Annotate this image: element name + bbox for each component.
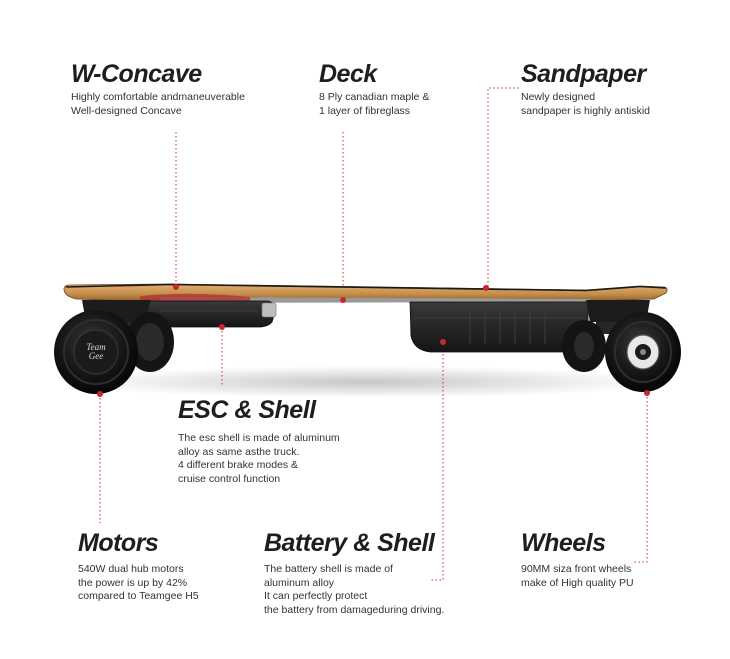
red-dot-marker bbox=[440, 339, 446, 345]
red-dot-marker bbox=[340, 297, 346, 303]
red-dot-marker bbox=[173, 284, 179, 290]
rear-motor-back bbox=[126, 312, 174, 372]
feature-motors: Motors 540W dual hub motors the power is… bbox=[78, 529, 199, 604]
esc-shell-plate bbox=[261, 302, 277, 318]
feature-title: ESC & Shell bbox=[178, 396, 316, 424]
feature-title: Deck bbox=[319, 60, 377, 88]
svg-text:Team: Team bbox=[86, 342, 106, 352]
feature-description: 90MM siza front wheels make of High qual… bbox=[521, 563, 634, 589]
feature-wheels: Wheels 90MM siza front wheels make of Hi… bbox=[521, 529, 634, 590]
red-dot-marker bbox=[644, 390, 650, 396]
battery-shell bbox=[409, 301, 589, 353]
battery-shell-ribs bbox=[469, 310, 546, 344]
rear-motor-wheel bbox=[54, 310, 138, 394]
ground-shadow bbox=[65, 366, 665, 398]
feature-sandpaper: Sandpaper Newly designed sandpaper is hi… bbox=[521, 60, 650, 118]
front-wheel-back bbox=[562, 320, 606, 372]
feature-description: Highly comfortable andmaneuverable Well-… bbox=[71, 91, 245, 117]
feature-description: The battery shell is made of aluminum al… bbox=[264, 563, 445, 616]
feature-title: Wheels bbox=[521, 529, 606, 557]
deck-griptape bbox=[65, 283, 667, 292]
feature-description: Newly designed sandpaper is highly antis… bbox=[521, 91, 650, 117]
deck-red-graphic bbox=[140, 293, 250, 301]
front-wheel bbox=[605, 312, 681, 392]
feature-title: Battery & Shell bbox=[264, 529, 435, 557]
svg-text:Gee: Gee bbox=[89, 351, 104, 361]
feature-deck: Deck 8 Ply canadian maple & 1 layer of f… bbox=[319, 60, 429, 118]
red-dot-marker-group bbox=[97, 284, 650, 397]
feature-title: Motors bbox=[78, 529, 159, 557]
feature-title: W-Concave bbox=[71, 60, 202, 88]
red-dot-marker bbox=[219, 324, 225, 330]
feature-title: Sandpaper bbox=[521, 60, 646, 88]
feature-battery-shell: Battery & Shell The battery shell is mad… bbox=[264, 529, 444, 617]
red-dot-marker bbox=[97, 391, 103, 397]
feature-esc-shell: ESC & Shell The esc shell is made of alu… bbox=[178, 396, 340, 486]
leader-lines bbox=[99, 87, 648, 581]
feature-wconcave: W-Concave Highly comfortable andmaneuver… bbox=[71, 60, 245, 118]
red-dot-marker bbox=[483, 285, 489, 291]
feature-description: The esc shell is made of aluminum alloy … bbox=[178, 432, 340, 485]
teamgee-logo-mark: Team Gee bbox=[86, 342, 106, 361]
feature-description: 8 Ply canadian maple & 1 layer of fibreg… bbox=[319, 91, 430, 117]
feature-description: 540W dual hub motors the power is up by … bbox=[78, 563, 199, 602]
